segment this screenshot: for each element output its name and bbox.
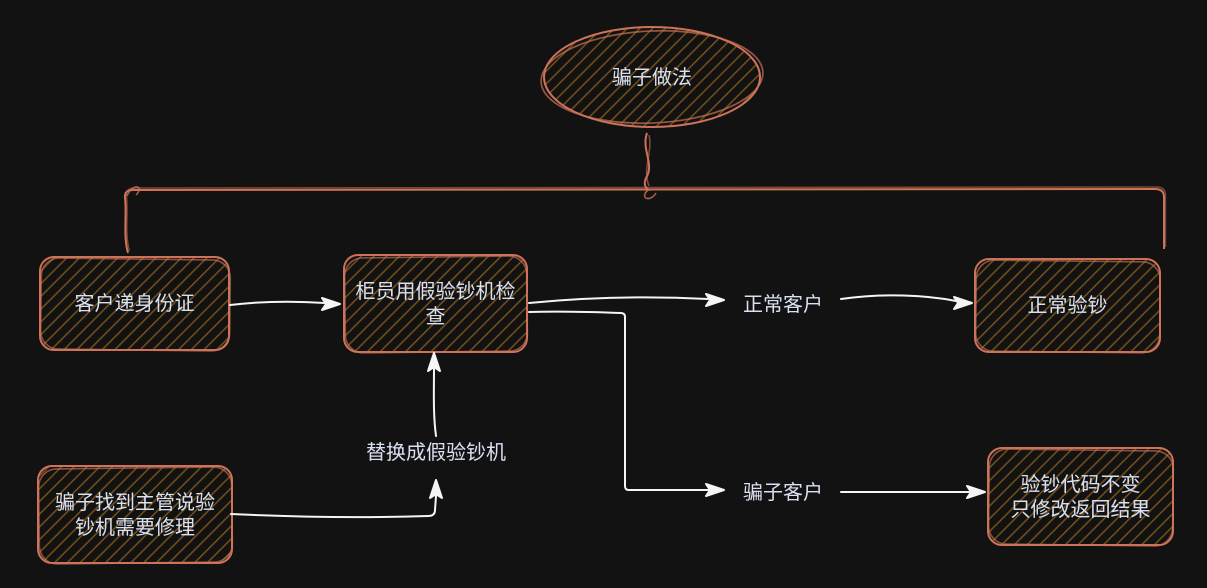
connector-brace <box>123 187 1165 254</box>
arrow-swap-to-teller[interactable] <box>427 352 441 437</box>
node-teller-check-label[interactable]: 柜员用假验钞机检 查 <box>355 278 516 328</box>
edge-label-scammer-customer[interactable]: 骗子客户 <box>743 479 823 504</box>
edge-label-swap-machine[interactable]: 替换成假验钞机 <box>366 439 506 464</box>
arrowhead-up <box>427 352 441 372</box>
arrowhead-right <box>966 485 986 499</box>
arrow-shaft <box>432 367 437 437</box>
arrowhead-right <box>321 297 341 311</box>
arrows <box>229 293 986 519</box>
connector-brace-sketch <box>125 186 1167 252</box>
node-title-ellipse[interactable] <box>539 26 765 128</box>
arrow-teller-to-normal-customer[interactable] <box>528 293 725 307</box>
node-teller-check-sketch <box>343 255 529 354</box>
arrowhead-right <box>953 296 973 310</box>
arrow-repair-to-swap[interactable] <box>230 479 443 519</box>
node-title-sketch-stroke <box>540 29 764 125</box>
arrow-shaft <box>528 310 711 491</box>
arrow-shaft <box>840 294 957 302</box>
arrow-teller-to-scammer-customer[interactable] <box>528 310 725 497</box>
node-fake-result-label[interactable]: 验钞代码不变 只修改返回结果 <box>1010 471 1151 521</box>
connector-tree[interactable] <box>123 132 1167 254</box>
node-fake-result-sketch <box>987 448 1175 547</box>
node-teller-check[interactable] <box>343 254 529 354</box>
node-normal-verify-label[interactable]: 正常验钞 <box>1027 293 1108 317</box>
node-normal-verify-sketch <box>974 259 1162 354</box>
arrowhead-up <box>429 479 443 499</box>
arrowhead-right <box>705 483 725 497</box>
arrowhead-right <box>705 293 725 307</box>
node-scammer-repair-label[interactable]: 骗子找到主管说验 钞机需要修理 <box>55 489 215 539</box>
arrow-shaft <box>229 300 326 306</box>
node-customer-id-label[interactable]: 客户递身份证 <box>74 291 195 315</box>
node-title-fill <box>543 26 761 128</box>
arrow-customer-to-teller[interactable] <box>229 297 341 311</box>
node-fake-result[interactable] <box>987 447 1175 547</box>
connector-stem-sketch <box>645 134 651 187</box>
connector-junction-curl <box>643 189 657 200</box>
node-title-label[interactable]: 骗子做法 <box>612 64 692 89</box>
arrow-shaft <box>528 296 709 304</box>
arrow-shaft <box>230 495 437 519</box>
connector-stem <box>643 132 651 191</box>
node-normal-verify[interactable] <box>974 258 1162 354</box>
edge-label-normal-customer[interactable]: 正常客户 <box>743 291 823 316</box>
arrow-scammer-customer-to-result[interactable] <box>840 485 986 499</box>
arrow-normal-customer-to-verify[interactable] <box>840 294 973 310</box>
connector-left-curl <box>126 186 140 197</box>
